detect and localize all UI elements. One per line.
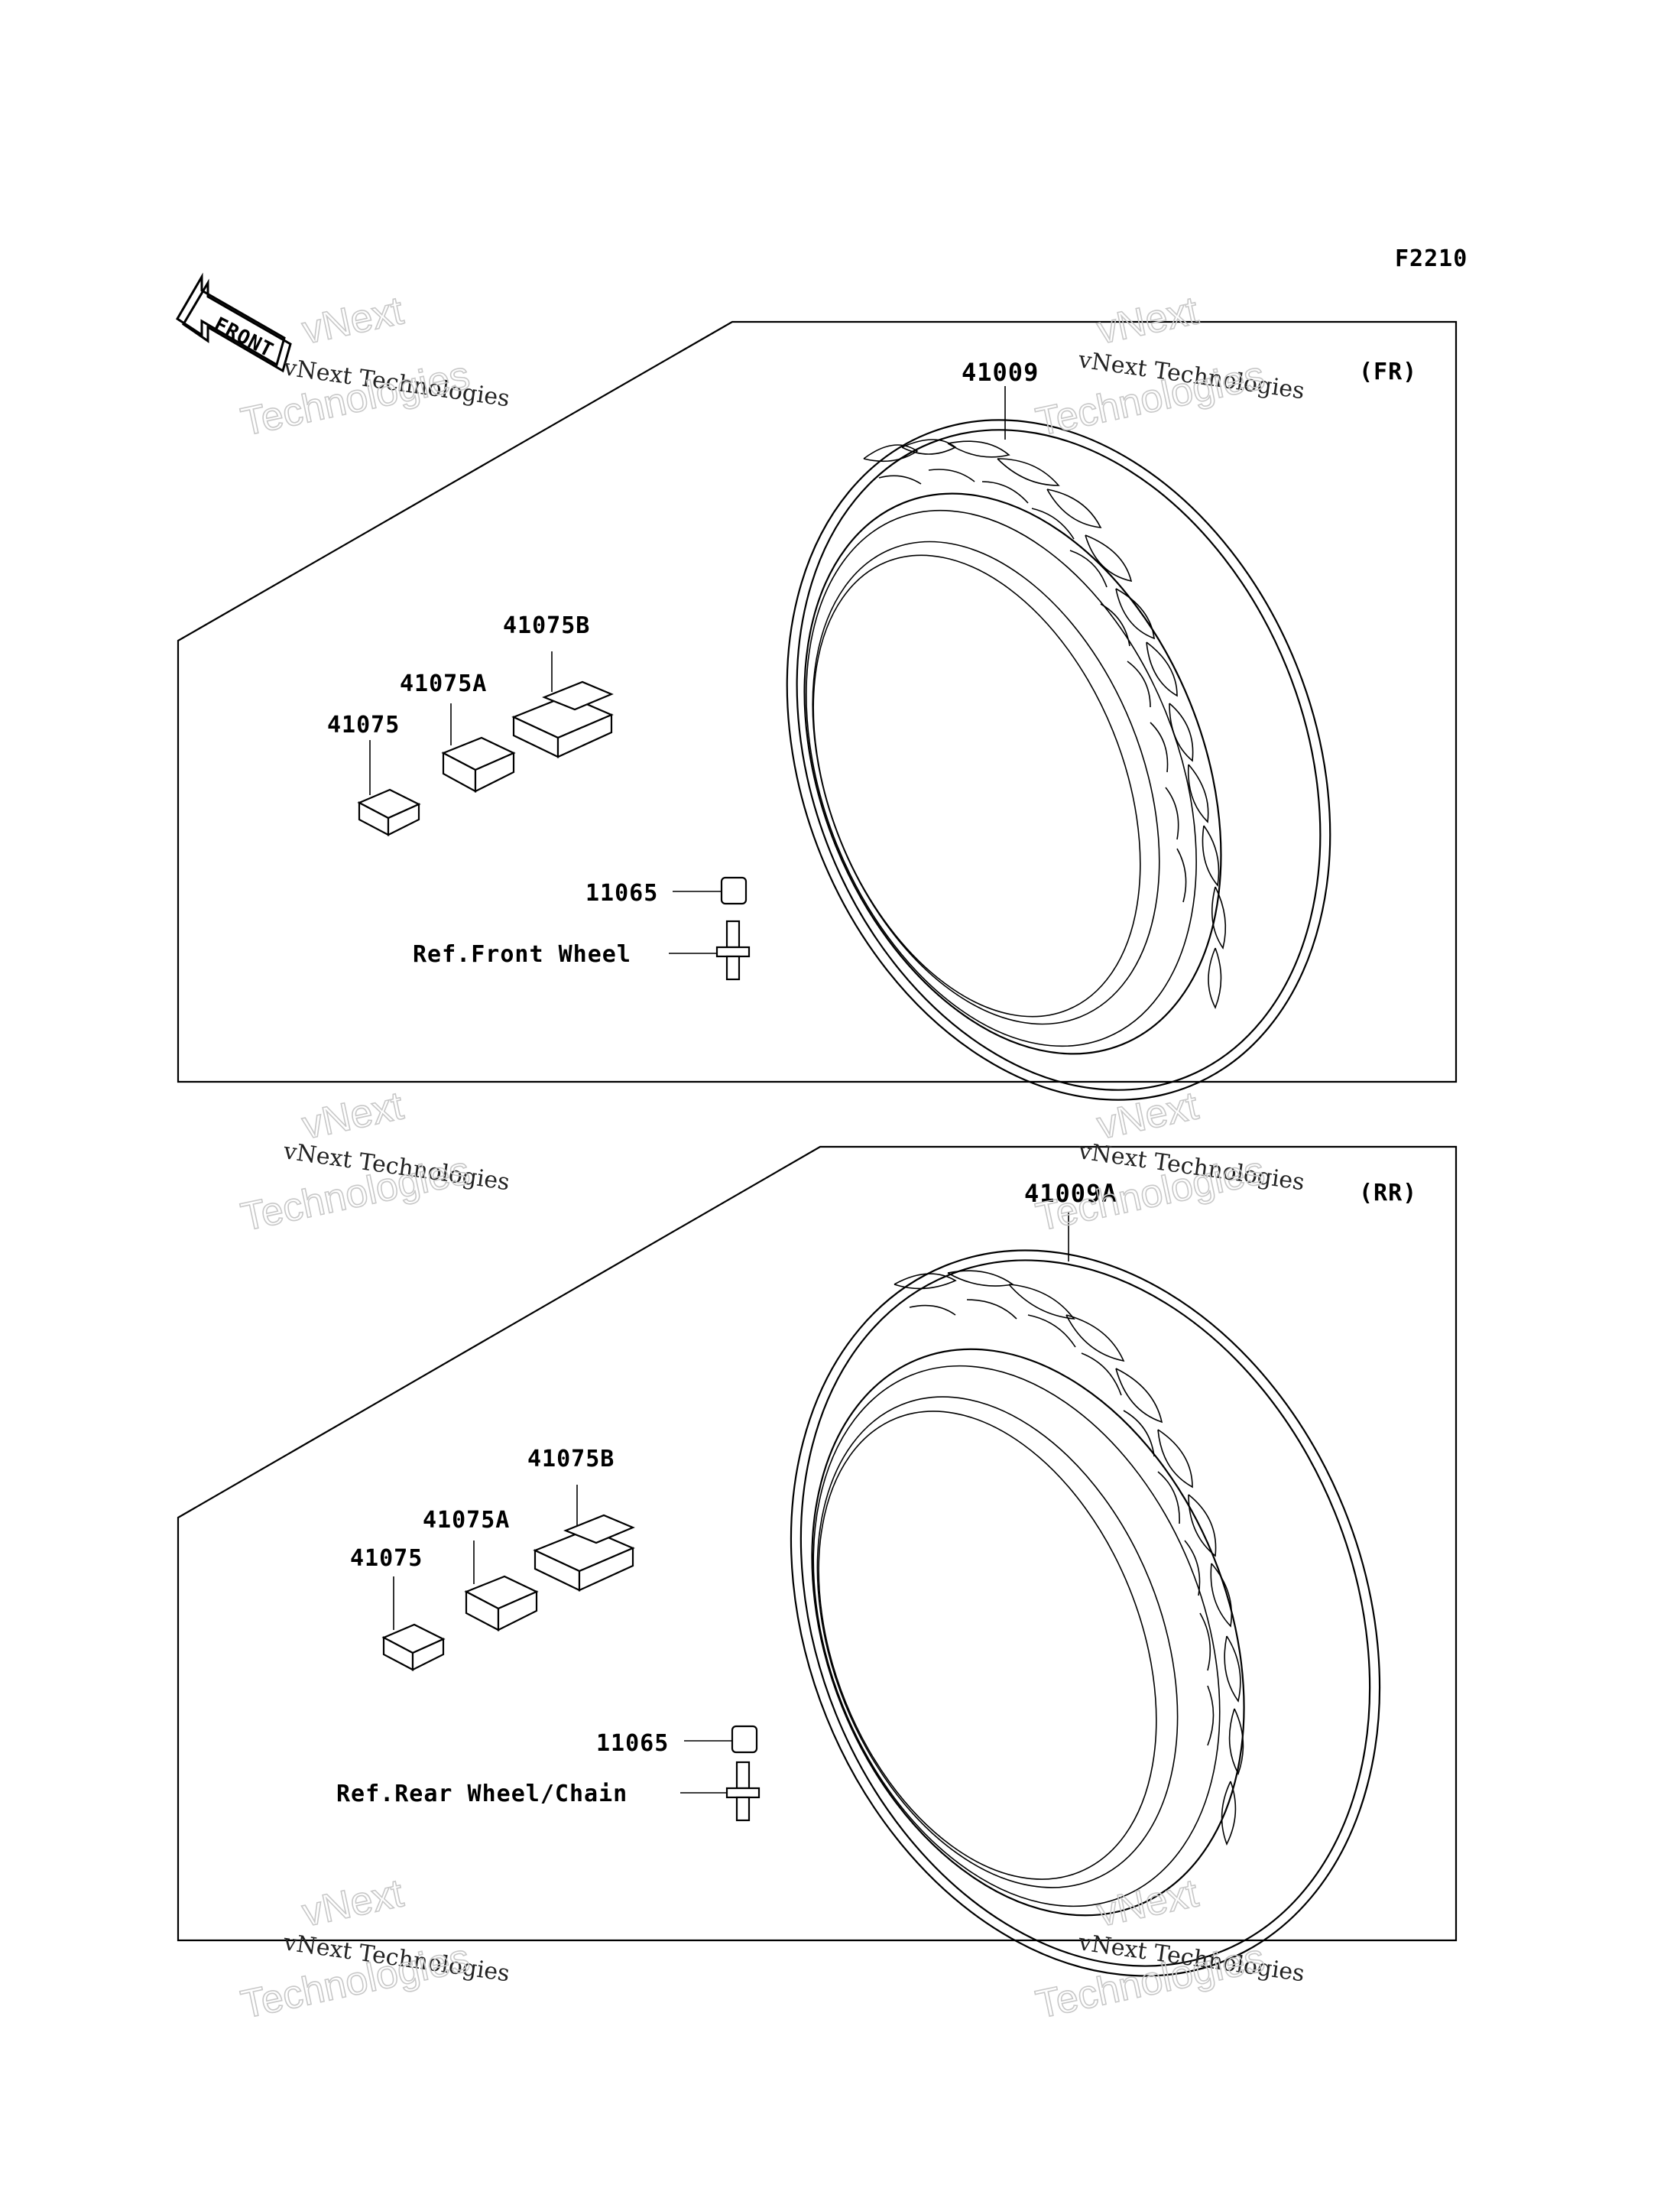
svg-text:vNext: vNext (298, 1871, 407, 1935)
watermark-top-right: vNext vNext Technologies Technologies (1032, 287, 1306, 445)
rear-weight-41075B (533, 1485, 635, 1592)
front-panel-frame (177, 320, 1458, 1083)
rear-valve-cap (684, 1725, 758, 1754)
front-tire-part-number: 41009 (962, 358, 1039, 387)
front-weight-41075A (441, 703, 516, 793)
front-reference-label: Ref.Front Wheel (413, 941, 631, 968)
watermark-mid-right: vNext vNext Technologies Technologies (1032, 1083, 1306, 1240)
front-weight-label-41075B: 41075B (503, 612, 590, 639)
front-tread-pattern (863, 439, 1227, 1009)
figure-code: F2210 (1395, 245, 1468, 272)
rear-panel-frame (177, 1145, 1458, 1942)
rear-section-tag: (RR) (1359, 1180, 1417, 1206)
watermark-top-left: vNext vNext Technologies Technologies (237, 287, 511, 445)
front-weight-label-41075: 41075 (327, 712, 400, 739)
rear-section: (RR) (177, 1145, 1458, 1977)
svg-text:vNext: vNext (298, 1083, 407, 1148)
watermark-bottom-right: vNext vNext Technologies Technologies (1032, 1870, 1306, 2028)
front-weight-label-41075A: 41075A (400, 670, 487, 697)
rear-valve-cap-label: 11065 (596, 1730, 669, 1757)
front-direction-arrow-icon: FRONT (175, 272, 292, 373)
svg-text:vNext: vNext (1093, 288, 1202, 352)
rear-tire (790, 1249, 1381, 1977)
rear-weight-label-41075A: 41075A (423, 1507, 510, 1534)
rear-reference-label: Ref.Rear Wheel/Chain (336, 1781, 628, 1807)
rear-tire-part-number: 41009A (1024, 1179, 1117, 1208)
front-valve-stem (669, 920, 751, 981)
rear-tread-pattern (894, 1270, 1244, 1846)
svg-text:vNext: vNext (298, 288, 407, 352)
front-section-tag: (FR) (1359, 359, 1417, 385)
watermark-mid-left: vNext vNext Technologies Technologies (237, 1083, 511, 1240)
svg-text:vNext: vNext (1093, 1871, 1202, 1935)
watermark-bottom-left: vNext vNext Technologies Technologies (237, 1870, 511, 2028)
svg-text:vNext: vNext (1093, 1083, 1202, 1148)
rear-weight-label-41075B: 41075B (527, 1446, 615, 1472)
front-weight-41075 (357, 740, 421, 836)
front-valve-cap (673, 876, 748, 905)
rear-valve-stem (680, 1761, 761, 1822)
front-valve-cap-label: 11065 (585, 880, 658, 907)
rear-weight-41075A (464, 1541, 539, 1631)
front-weight-41075B (511, 651, 614, 758)
rear-weight-label-41075: 41075 (350, 1545, 423, 1572)
front-tire (786, 419, 1331, 1101)
rear-weight-41075 (381, 1576, 446, 1671)
front-section: (FR) (177, 320, 1458, 1101)
